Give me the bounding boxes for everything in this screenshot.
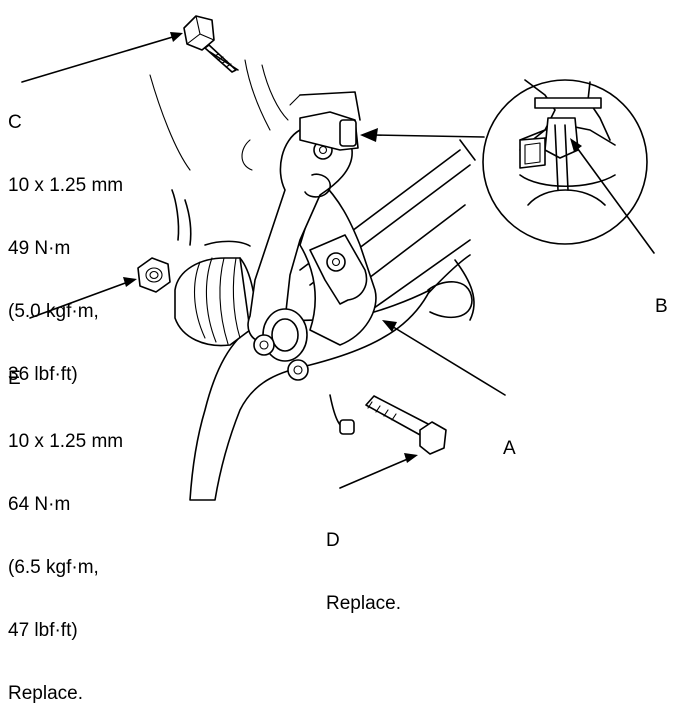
callout-c-torque-nm: 49 N·m [8,238,71,259]
callout-e-size: 10 x 1.25 mm [8,431,124,452]
callout-c: C 10 x 1.25 mm 49 N·m (5.0 kgf·m, 36 lbf… [8,70,123,406]
callout-e-torque-nm: 64 N·m [8,494,71,515]
callout-e: E 10 x 1.25 mm 64 N·m (6.5 kgf·m, 47 lbf… [8,326,123,725]
callout-a-letter: A [503,438,516,459]
knuckle [299,179,377,435]
callout-a: A [503,396,516,480]
callout-c-size: 10 x 1.25 mm [8,175,124,196]
bolt-c-icon [183,15,239,73]
callout-e-note: Replace. [8,683,83,704]
body-outlines [149,59,361,246]
callout-d-note: Replace. [326,593,401,614]
callout-e-letter: E [8,368,21,389]
pivot-bushing [253,308,308,362]
suspension-diagram: C 10 x 1.25 mm 49 N·m (5.0 kgf·m, 36 lbf… [8,15,668,704]
bolt-d-icon [365,395,447,455]
callout-b: B [655,254,668,338]
callout-c-torque-lbf: 36 lbf·ft) [8,364,78,385]
callout-c-letter: C [8,112,22,133]
line-drawing [21,15,655,501]
nut-e-icon [137,257,171,293]
callout-e-torque-lbf: 47 lbf·ft) [8,620,78,641]
callout-d-letter: D [326,530,340,551]
detail-circle [482,79,648,245]
lower-arm-a [189,289,431,501]
callout-e-torque-kgf: (6.5 kgf·m, [8,557,99,578]
detail-arrow [360,128,485,142]
axle-boot [174,240,257,347]
upper-bushing [299,111,359,151]
callout-b-letter: B [655,296,668,317]
callout-c-torque-kgf: (5.0 kgf·m, [8,301,99,322]
leader-lines [21,32,655,489]
callout-d: D Replace. [326,488,401,635]
